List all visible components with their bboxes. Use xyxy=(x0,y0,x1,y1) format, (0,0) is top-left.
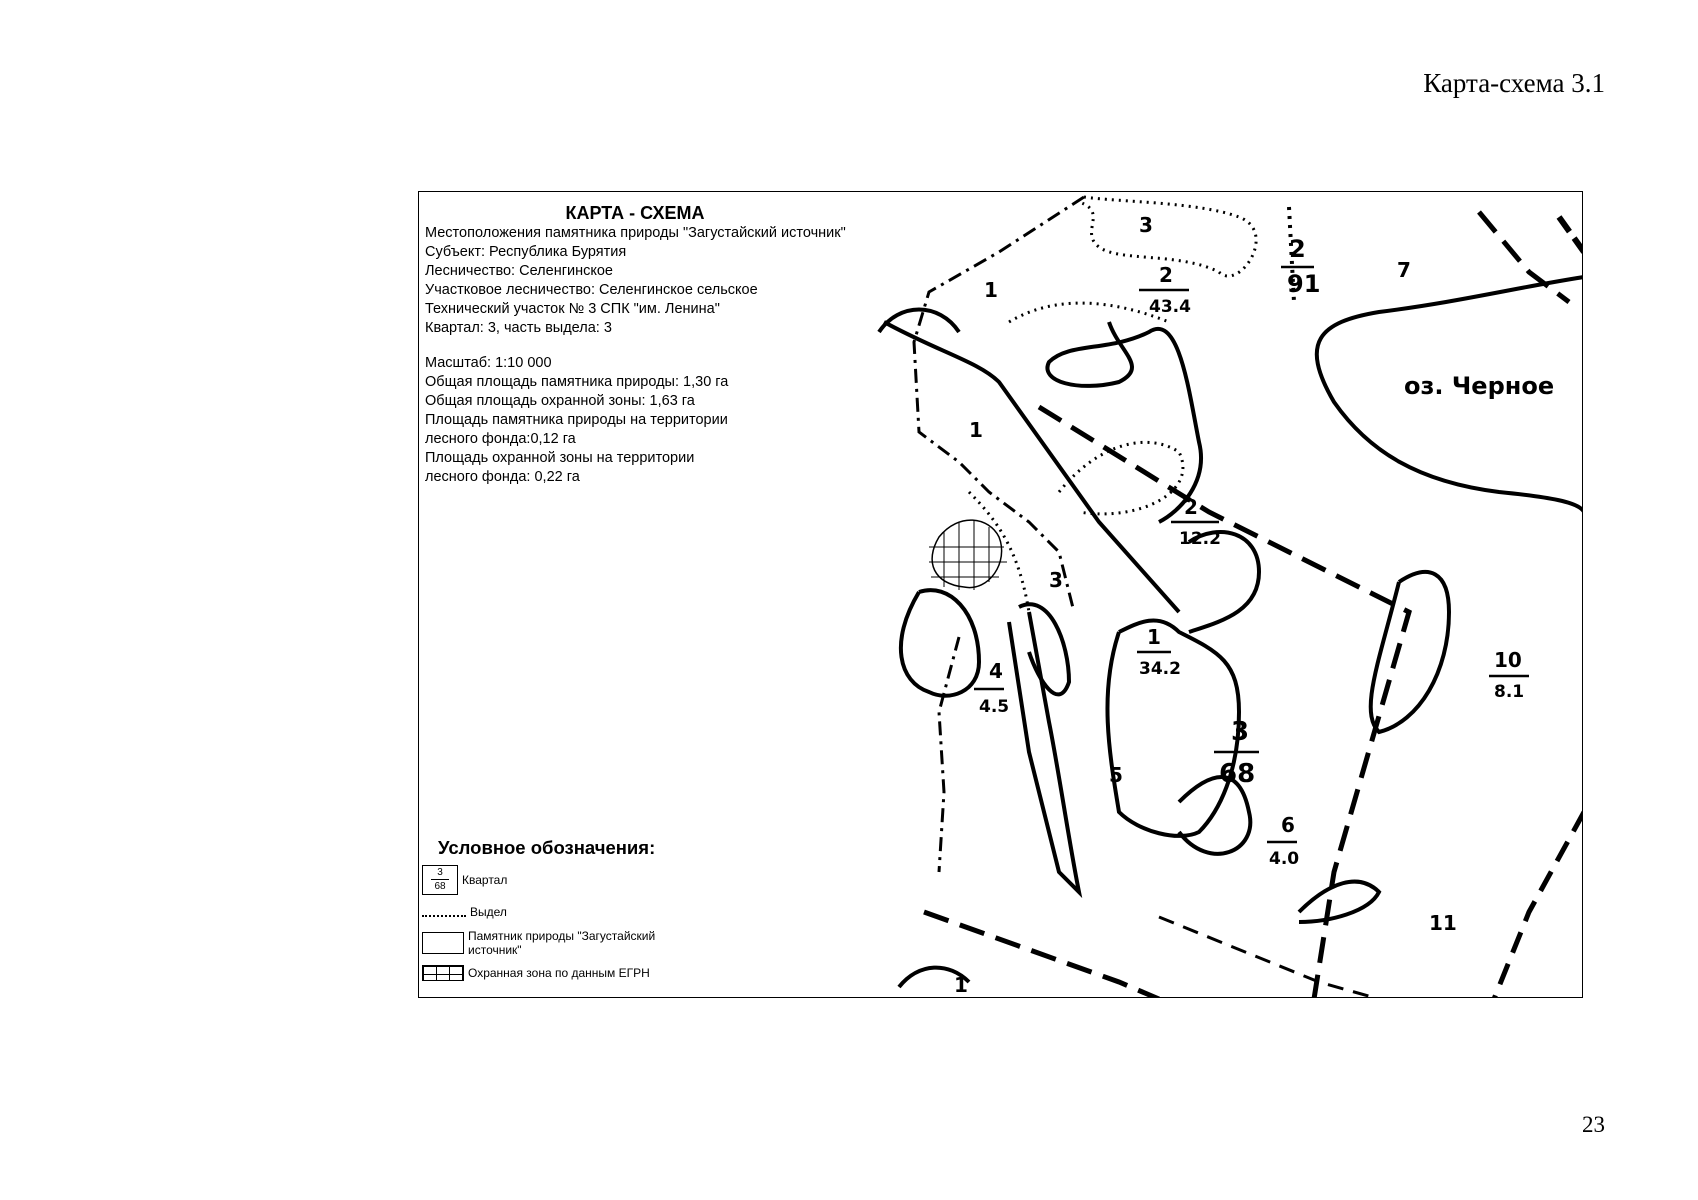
legend-title: Условное обозначения: xyxy=(438,837,656,858)
outer-boundary-2 xyxy=(937,636,961,873)
map-label: 4.0 xyxy=(1269,849,1299,869)
vydel-dotted-left xyxy=(967,490,1031,613)
map-label: 91 xyxy=(1287,270,1320,298)
map-label: 5 xyxy=(1109,763,1123,787)
legend-item-monument: Памятник природы "Загустайский источник" xyxy=(422,929,842,957)
legend-item-zone: Охранная зона по данным ЕГРН xyxy=(422,965,842,981)
quarter: Квартал: 3, часть выдела: 3 xyxy=(425,320,612,336)
monument-forest-area-2: лесного фонда:0,12 га xyxy=(425,431,576,447)
map-label: 3 xyxy=(1139,213,1153,237)
legend-label: Выдел xyxy=(470,905,507,919)
vydel-outline-3 xyxy=(1187,530,1262,634)
page-number: 23 xyxy=(1582,1112,1605,1137)
map-title: КАРТА - СХЕМА xyxy=(565,203,705,223)
map-label: 3 xyxy=(1049,568,1063,592)
monument-forest-area-1: Площадь памятника природы на территории xyxy=(425,412,728,428)
map-label: 1 xyxy=(1147,625,1161,649)
map-label: 1 xyxy=(969,418,983,442)
quarter-boundary-4 xyxy=(1158,915,1378,997)
map-label: 4.5 xyxy=(979,697,1009,717)
lake-shore xyxy=(1314,275,1582,513)
vydel-outline-1-bottom xyxy=(897,965,971,989)
map-subtitle: Местоположения памятника природы "Загуст… xyxy=(425,225,846,241)
vydel-outline-2 xyxy=(1045,321,1203,524)
page-header: Карта-схема 3.1 xyxy=(1423,68,1605,98)
map-label: 12.2 xyxy=(1179,529,1221,549)
subject: Субъект: Республика Бурятия xyxy=(425,244,627,260)
quarter-boundary-3 xyxy=(1492,810,1582,997)
map-label: 1 xyxy=(984,278,998,302)
vydel-outline-4 xyxy=(898,588,982,698)
map-label: 3 xyxy=(1231,717,1249,747)
map-label: 11 xyxy=(1429,911,1457,935)
vydel-dotted-2 xyxy=(1057,440,1185,516)
map-label: 43.4 xyxy=(1149,297,1191,317)
map-frame: оз. Черное 3 2 43.4 2 91 7 1 1 2 12.2 3 … xyxy=(418,191,1583,998)
vydel-dotted-top xyxy=(1078,195,1258,278)
tech-section: Технический участок № 3 СПК "им. Ленина" xyxy=(425,301,720,317)
map-label: 4 xyxy=(989,659,1003,683)
map-label: 2 xyxy=(1289,235,1306,263)
vydel-outline-6 xyxy=(1177,775,1253,856)
lake-label: оз. Черное xyxy=(1404,372,1554,400)
vydel-outline-11 xyxy=(1297,879,1382,924)
map-info-block: КАРТА - СХЕМА Местоположения памятника п… xyxy=(425,204,945,487)
map-label: 2 xyxy=(1159,263,1173,287)
legend-label: Квартал xyxy=(462,873,508,887)
map-label: 8.1 xyxy=(1494,682,1524,702)
map-label: 6 xyxy=(1281,813,1295,837)
map-label: 7 xyxy=(1397,258,1411,282)
map-drawing: оз. Черное 3 2 43.4 2 91 7 1 1 2 12.2 3 … xyxy=(877,195,1582,997)
legend-label: Охранная зона по данным ЕГРН xyxy=(468,966,650,980)
legend-label: источник" xyxy=(468,943,522,957)
vydel-outline-3-68 xyxy=(1105,618,1242,838)
vydel-outline-top-1 xyxy=(877,307,961,334)
vydel-dotted-mid xyxy=(1008,301,1170,324)
zone-symbol xyxy=(422,965,464,981)
map-label: 68 xyxy=(1219,759,1255,789)
map-label: 34.2 xyxy=(1139,659,1181,679)
outer-boundary xyxy=(912,195,1085,613)
map-label: 2 xyxy=(1184,495,1198,519)
legend: Условное обозначения: 3 68 Квартал Выдел… xyxy=(422,837,842,981)
zone-forest-area-1: Площадь охранной зоны на территории xyxy=(425,450,695,466)
total-area-zone: Общая площадь охранной зоны: 1,63 га xyxy=(425,393,695,409)
total-area-monument: Общая площадь памятника природы: 1,30 га xyxy=(425,374,729,390)
quarter-boundary-5 xyxy=(1477,210,1571,304)
district-forestry: Участковое лесничество: Селенгинское сел… xyxy=(425,282,758,298)
scale: Масштаб: 1:10 000 xyxy=(425,355,552,371)
vydel-outline-river xyxy=(883,320,1181,614)
map-label: 1 xyxy=(954,973,968,997)
quarter-boundary-1 xyxy=(1037,404,1412,997)
legend-item-vydel: Выдел xyxy=(422,905,842,919)
forestry: Лесничество: Селенгинское xyxy=(425,263,613,279)
vydel-outline-5b xyxy=(1007,611,1083,899)
vydel-dotted-right xyxy=(1287,206,1296,303)
vydel-symbol xyxy=(422,907,466,917)
map-label: 10 xyxy=(1494,648,1522,672)
monument-symbol xyxy=(422,932,464,954)
kvartal-symbol: 3 68 xyxy=(422,865,458,895)
right-edge-line xyxy=(1556,215,1582,254)
vydel-outline-5 xyxy=(1018,602,1072,697)
legend-label: Памятник природы "Загустайский xyxy=(468,929,656,943)
vydel-outline-10 xyxy=(1368,570,1452,735)
protected-zone xyxy=(929,519,1007,590)
zone-forest-area-2: лесного фонда: 0,22 га xyxy=(425,469,580,485)
legend-item-kvartal: 3 68 Квартал xyxy=(422,865,842,895)
quarter-boundary-2 xyxy=(923,909,1160,997)
